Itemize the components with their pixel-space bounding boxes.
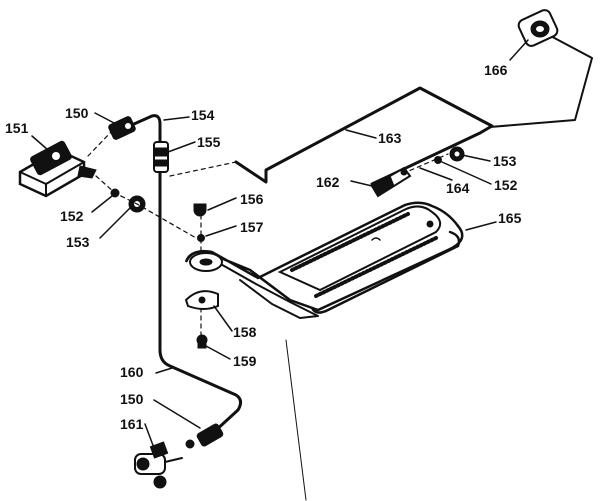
fitting-150-bottom xyxy=(185,423,224,449)
callout-164: 164 xyxy=(446,180,470,196)
burner-165 xyxy=(184,201,464,319)
callout-159: 159 xyxy=(233,353,257,369)
callout-161: 161 xyxy=(120,416,144,432)
washer-157 xyxy=(197,234,205,242)
sensor-lead xyxy=(489,32,593,128)
callout-labels: 151 150 154 155 152 153 156 157 158 159 … xyxy=(5,62,522,432)
nut-153-right xyxy=(449,146,465,162)
callout-157: 157 xyxy=(240,219,264,235)
igniter-162 xyxy=(370,166,412,198)
callout-153-right: 153 xyxy=(493,153,517,169)
callout-165: 165 xyxy=(498,210,522,226)
bracket-158 xyxy=(184,290,219,310)
callout-152-right: 152 xyxy=(494,177,518,193)
ferrule-152-right xyxy=(434,156,442,164)
callout-158: 158 xyxy=(233,324,257,340)
sensor-cap-166 xyxy=(517,9,559,47)
callout-160: 160 xyxy=(120,364,144,380)
regulator-151 xyxy=(18,140,97,198)
screw-159 xyxy=(196,334,208,349)
callout-152-left: 152 xyxy=(60,208,84,224)
callout-153-left: 153 xyxy=(66,234,90,250)
valve-161 xyxy=(134,441,183,489)
callout-162: 162 xyxy=(316,174,340,190)
callout-154: 154 xyxy=(191,107,215,123)
pilot-supply-tube xyxy=(132,114,243,434)
union-155 xyxy=(153,141,169,173)
callout-156: 156 xyxy=(240,191,264,207)
nut-156 xyxy=(193,203,207,217)
callout-150-bottom: 150 xyxy=(120,391,144,407)
callout-151: 151 xyxy=(5,120,29,136)
callout-166: 166 xyxy=(484,62,508,78)
leader-lines xyxy=(31,39,529,449)
callout-150-top: 150 xyxy=(65,105,89,121)
fitting-150-top xyxy=(108,116,136,140)
reference-line xyxy=(285,339,307,501)
callout-163: 163 xyxy=(378,130,402,146)
callout-155: 155 xyxy=(197,134,221,150)
thermostat-capillary-tube xyxy=(234,86,494,186)
